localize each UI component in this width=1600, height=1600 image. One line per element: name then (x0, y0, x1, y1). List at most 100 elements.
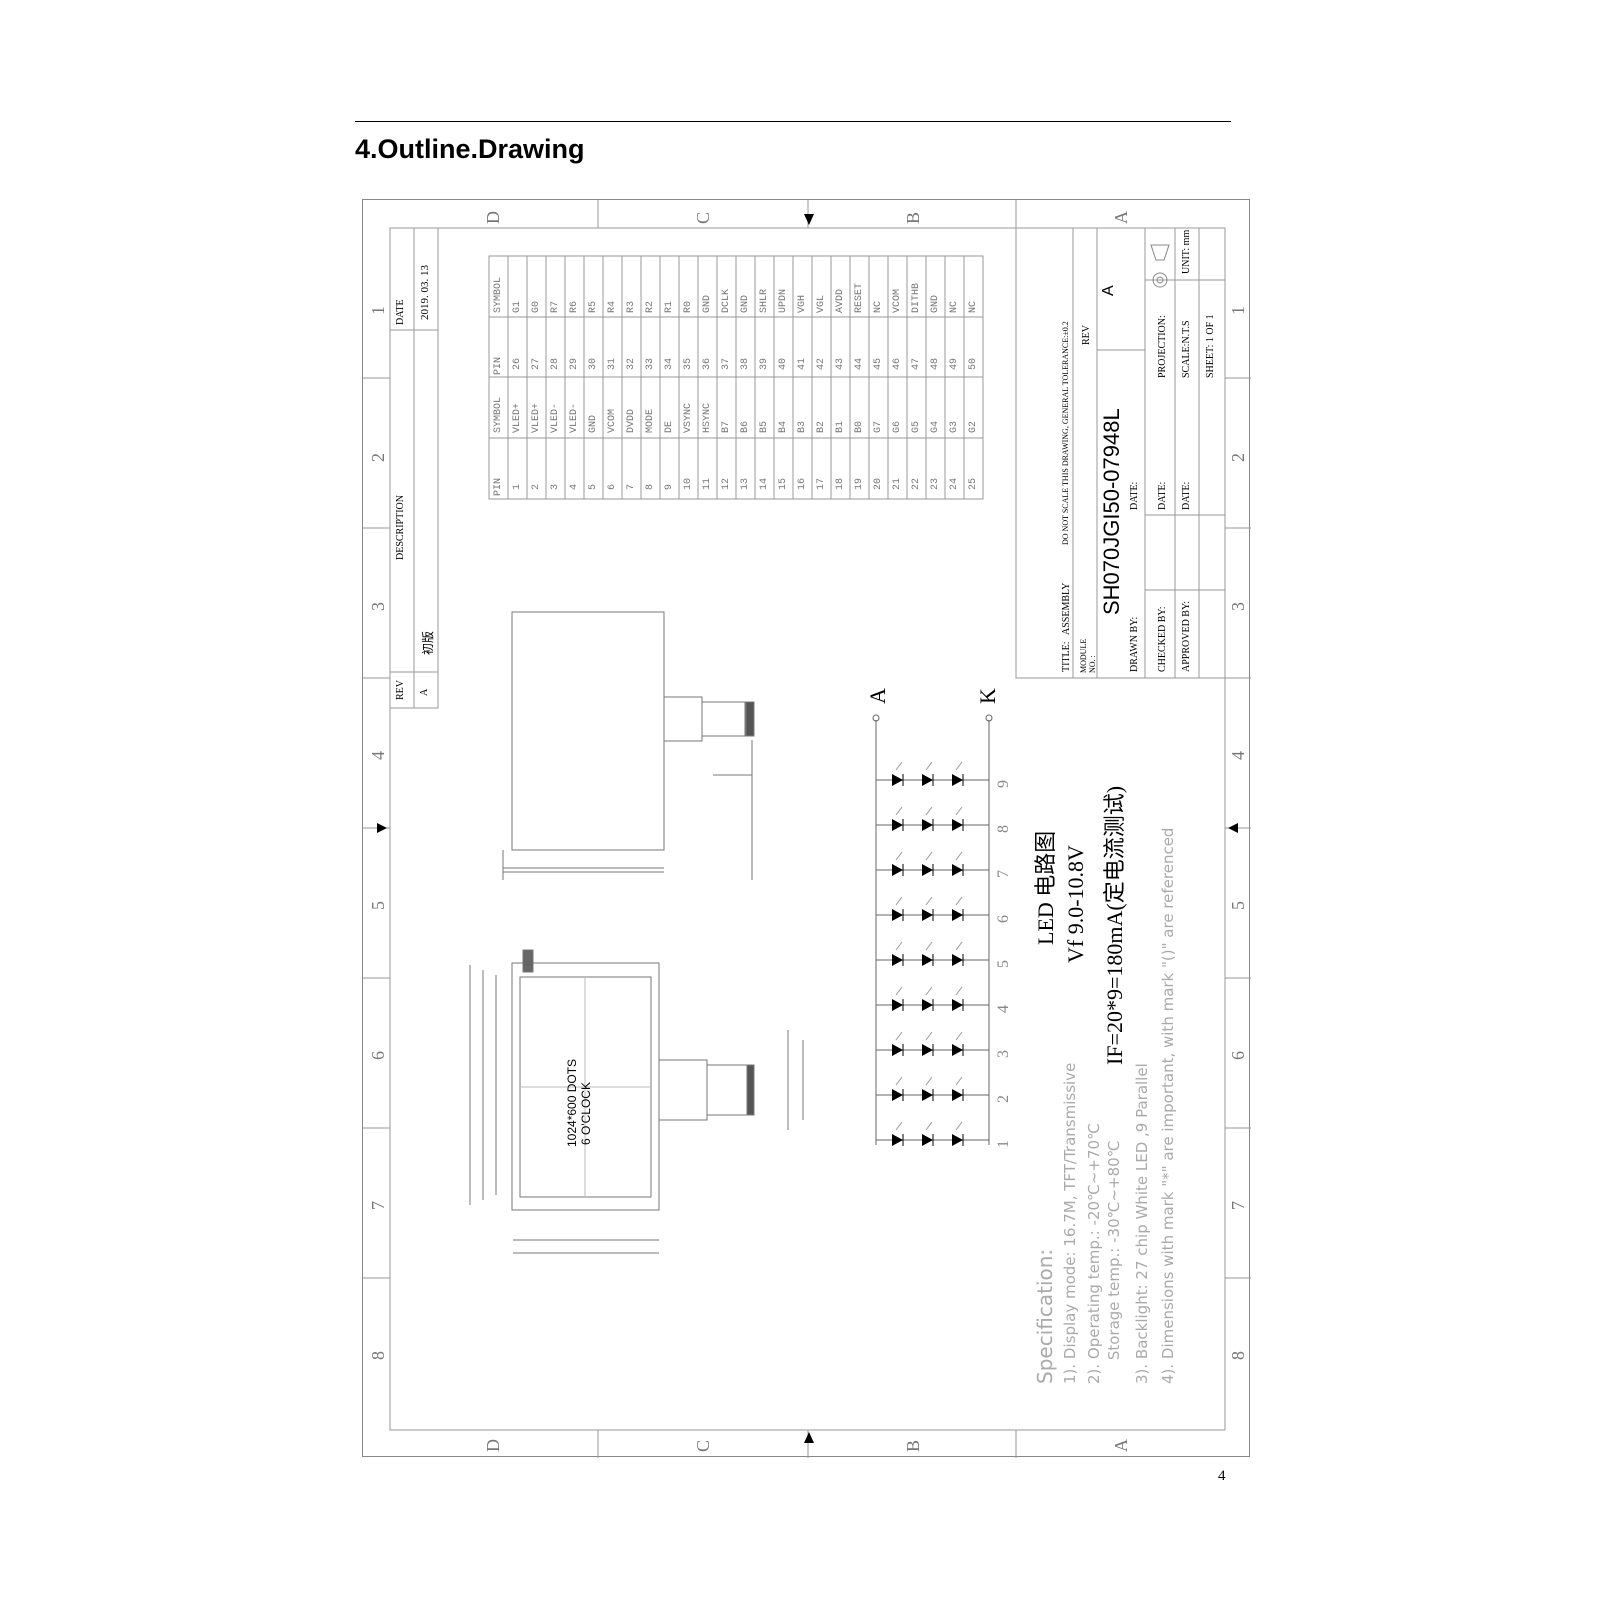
zone-letter: A (1111, 1439, 1131, 1452)
pin-header: PIN (493, 477, 504, 496)
pin-table-cell: G2 (968, 420, 979, 433)
led-light-ray (925, 851, 933, 861)
pin-table-cell: VLED- (569, 402, 580, 433)
zone-number: 5 (368, 901, 388, 910)
zone-number: 3 (368, 602, 388, 611)
drawing-lines (363, 200, 1251, 1458)
symbol-header: SYMBOL (493, 276, 504, 313)
led-light-ray (955, 1121, 963, 1131)
zone-number: 7 (1228, 1201, 1248, 1210)
led-diode-icon (922, 774, 933, 786)
rev-block-date-label: DATE (395, 299, 406, 325)
pin-table-cell: 1 (512, 483, 523, 490)
pin-table-cell: DITHB (911, 282, 922, 313)
zone-letter: C (693, 1439, 713, 1452)
pin-table-cell: GND (930, 294, 941, 313)
rev-block-rev-label: REV (395, 680, 406, 700)
pin-table-cell: 34 (664, 357, 675, 370)
symbol-header: SYMBOL (493, 396, 504, 433)
pin-table-cell: 19 (854, 477, 865, 490)
led-diode-icon (922, 909, 933, 921)
led-light-ray (895, 1031, 903, 1041)
led-light-ray (955, 851, 963, 861)
pin-table-cell: G5 (911, 420, 922, 433)
spec-line: 1). Display mode: 16.7M, TFT/Transmissiv… (1061, 1062, 1079, 1384)
pin-table-cell: 28 (550, 357, 561, 370)
zone-number: 1 (1228, 306, 1248, 315)
pin-table-cell: NC (873, 300, 884, 313)
led-column-number: 7 (995, 870, 1012, 878)
pin-table-cell: 45 (873, 357, 884, 370)
pin-table-cell: 8 (645, 483, 656, 490)
led-light-ray (925, 986, 933, 996)
pin-table-cell: MODE (645, 408, 656, 433)
pin-table-cell: G7 (873, 420, 884, 433)
pin-table-cell: AVDD (835, 288, 846, 313)
spec-line: 3). Backlight: 27 chip White LED ,9 Para… (1133, 1063, 1151, 1384)
pin-table-cell: R6 (569, 300, 580, 313)
zone-number: 4 (368, 751, 388, 760)
pin-table-cell: 33 (645, 357, 656, 370)
led-diode-icon (952, 1089, 963, 1101)
led-light-ray (895, 941, 903, 951)
zone-number: 5 (1228, 901, 1248, 910)
pin-table-cell: R7 (550, 300, 561, 313)
unit-label: UNIT: mm (1181, 229, 1192, 274)
module-label: MODULE NO. : (1079, 638, 1097, 673)
led-light-ray (955, 761, 963, 771)
pin-table-cell: G3 (949, 420, 960, 433)
pin-table-cell: 40 (778, 357, 789, 370)
led-light-ray (955, 896, 963, 906)
led-diode-icon (892, 909, 903, 921)
pin-table-cell: VCOM (892, 288, 903, 313)
pin-table-cell: 6 (607, 483, 618, 490)
panel-viewing-direction: 6 O'CLOCK (579, 1082, 593, 1145)
pin-table-cell: 39 (759, 357, 770, 370)
pin-table-cell: 5 (588, 483, 599, 490)
led-light-ray (895, 1076, 903, 1086)
pin-table-cell: G6 (892, 420, 903, 433)
zone-number: 3 (1228, 602, 1248, 611)
pin-table-cell: B4 (778, 420, 789, 433)
pin-table-cell: DE (664, 420, 675, 433)
led-column-number: 5 (995, 960, 1012, 968)
title-label: TITLE: (1061, 641, 1072, 672)
zone-number: 8 (1228, 1351, 1248, 1360)
led-light-ray (895, 1121, 903, 1131)
pin-table-cell: GND (702, 294, 713, 313)
led-light-ray (925, 806, 933, 816)
led-diode-icon (922, 999, 933, 1011)
rev-block-description: 初版 (421, 630, 435, 655)
pin-table-cell: 2 (531, 483, 542, 490)
pin-table-cell: 21 (892, 477, 903, 490)
pin-table-cell: 4 (569, 483, 580, 490)
led-diode-icon (892, 1134, 903, 1146)
led-column-number: 2 (995, 1095, 1012, 1103)
zone-letter: A (1111, 211, 1131, 224)
pin-table-cell: R2 (645, 300, 656, 313)
led-diode-icon (952, 864, 963, 876)
led-diode-icon (922, 864, 933, 876)
pin-header: PIN (493, 356, 504, 375)
led-light-ray (895, 806, 903, 816)
pin-table-cell: 35 (683, 357, 694, 370)
pin-table-cell: B5 (759, 420, 770, 433)
zone-number: 8 (368, 1351, 388, 1360)
pin-table-cell: 17 (816, 477, 827, 490)
pin-table-cell: B2 (816, 420, 827, 433)
pin-table-cell: 12 (721, 477, 732, 490)
led-circuit-title: LED 电路图 (1033, 830, 1058, 945)
pin-table-cell: 44 (854, 357, 865, 370)
led-light-ray (895, 761, 903, 771)
led-column-number: 6 (995, 915, 1012, 923)
zone-letter: D (483, 211, 503, 224)
pin-table-cell: B0 (854, 420, 865, 433)
pin-table-cell: 29 (569, 357, 580, 370)
date-label: DATE: (1181, 481, 1192, 510)
led-diode-icon (892, 999, 903, 1011)
pin-table-cell: 38 (740, 357, 751, 370)
pin-table-cell: 11 (702, 477, 713, 490)
led-diode-icon (952, 1134, 963, 1146)
header-rule (355, 121, 1231, 122)
pin-table-cell: 16 (797, 477, 808, 490)
